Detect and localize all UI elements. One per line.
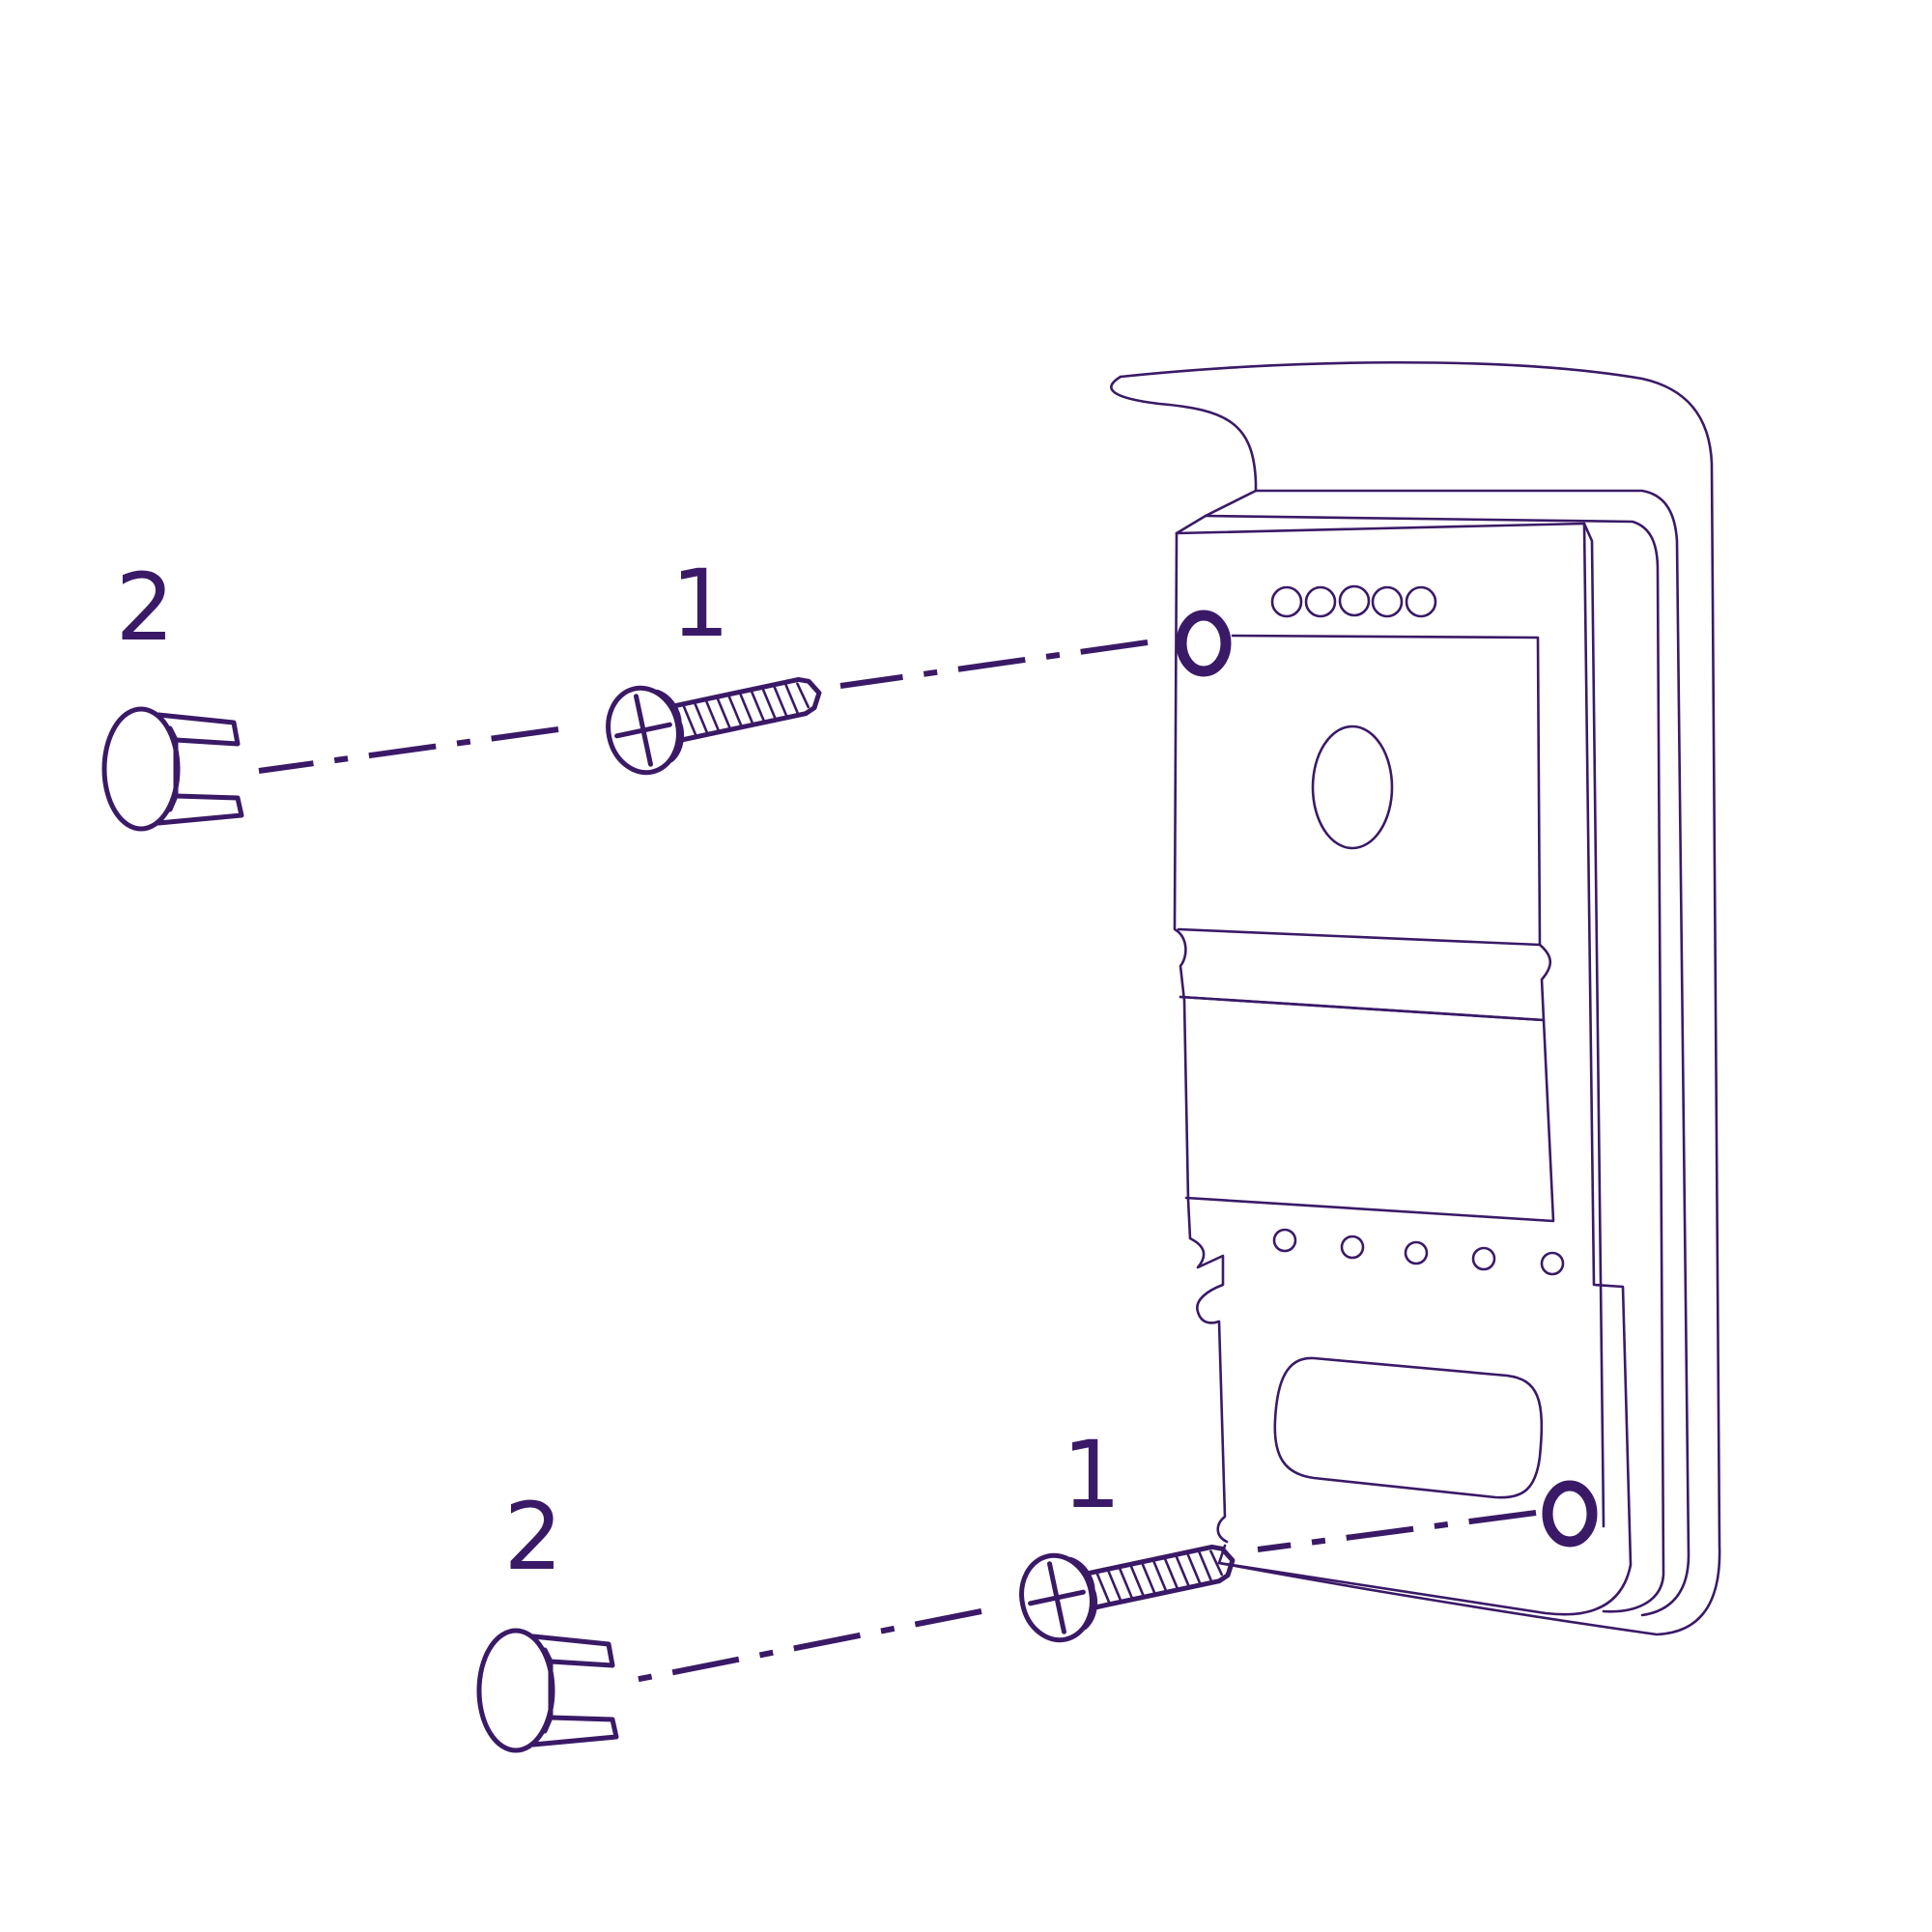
cover-cap-icon — [101, 706, 244, 832]
screw-icon — [606, 676, 822, 776]
mounting-bracket-icon — [1110, 360, 1721, 1636]
cover-cap-icon — [476, 1628, 619, 1753]
screw-icon — [1019, 1544, 1236, 1643]
callout-screw-upper: 1 — [670, 550, 729, 658]
leader-lower-cap-to-screw — [629, 1608, 982, 1684]
lower-mounting-hole — [1542, 1480, 1598, 1548]
leader-upper-cap-to-screw — [258, 726, 559, 774]
leader-upper-screw-to-hole — [839, 639, 1149, 689]
alignment-lines — [258, 639, 1537, 1684]
upper-mounting-hole — [1176, 610, 1232, 677]
callout-cap-lower: 2 — [503, 1483, 562, 1591]
callout-screw-lower: 1 — [1062, 1421, 1121, 1529]
callout-cap-upper: 2 — [115, 554, 174, 662]
leader-lower-screw-to-hole — [1257, 1510, 1537, 1552]
